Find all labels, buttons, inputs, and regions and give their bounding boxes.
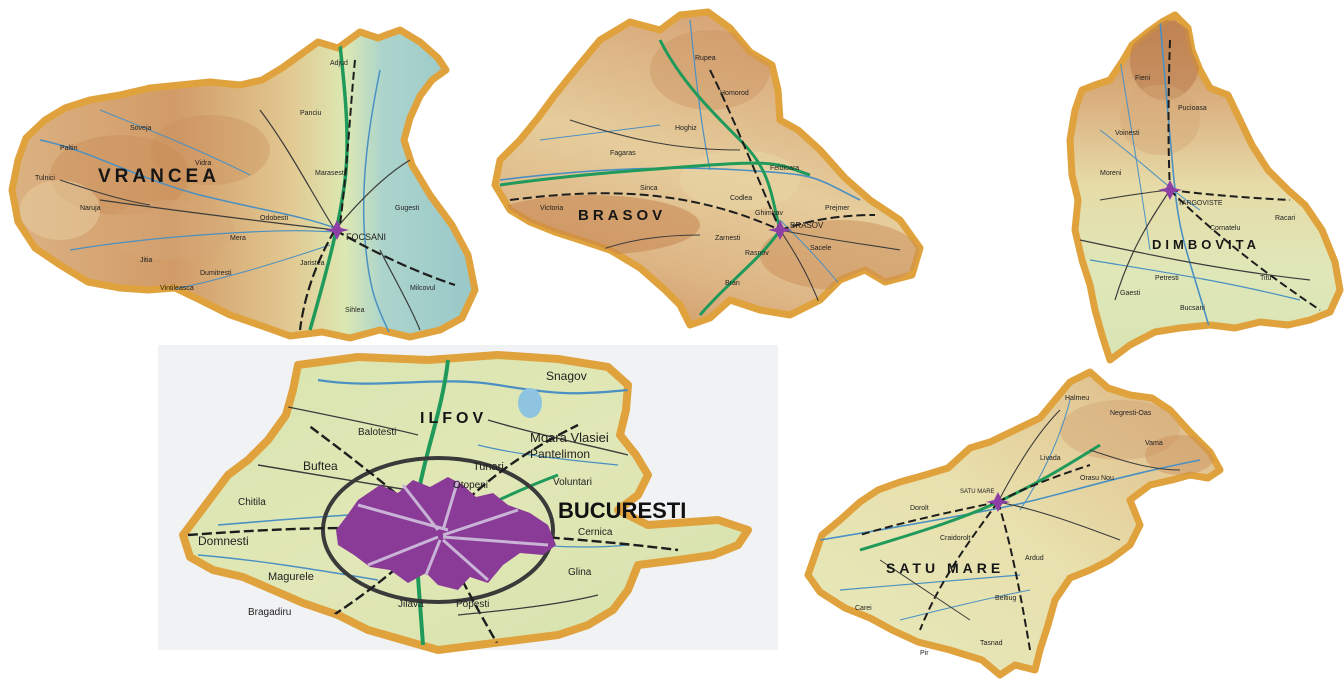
dimbovita-place-voinesti: Voinesti	[1115, 130, 1140, 137]
ilfov-place-chitila: Chitila	[238, 497, 266, 508]
satu-mare-seat-name: SATU MARE	[960, 489, 995, 495]
ilfov-place-moara-vlasiei: Moara Vlasiei	[530, 430, 609, 445]
dimbovita-place-gaesti: Gaesti	[1120, 290, 1141, 297]
satu-mare-svg: SATU MARE SATU MARE Carei Negresti-Oas T…	[804, 368, 1224, 679]
ilfov-svg: ILFOV BUCURESTI Snagov Balotesti Moara V…	[179, 351, 752, 654]
brasov-place-sacele: Sacele	[810, 245, 832, 252]
dimbovita-place-racari: Racari	[1275, 215, 1296, 222]
satu-mare-place-craidorolt: Craidorolt	[940, 535, 970, 542]
ilfov-place-glina: Glina	[568, 567, 592, 578]
brasov-place-rupea: Rupea	[695, 55, 716, 62]
ilfov-place-cernica: Cernica	[578, 527, 613, 538]
brasov-seat-marker	[768, 220, 792, 240]
dimbovita-seat-marker	[1158, 180, 1182, 200]
dimbovita-place-titu: Titu	[1260, 275, 1272, 282]
vrancea-seat-marker	[325, 220, 349, 240]
satu-mare-county-name: SATU MARE	[886, 560, 1004, 576]
vrancea-place-panciu: Panciu	[300, 110, 322, 117]
vrancea-place-paltin: Paltin	[60, 145, 78, 152]
vrancea-place-adjud: Adjud	[330, 60, 348, 67]
brasov-place-sinca: Sinca	[640, 185, 658, 192]
ilfov-place-magurele: Magurele	[268, 571, 314, 583]
brasov-place-rasnov: Rasnov	[745, 250, 769, 257]
satu-mare-place-vama: Vama	[1145, 440, 1163, 447]
vrancea-place-vintileasca: Vintileasca	[160, 285, 194, 292]
brasov-seat-name: BRASOV	[790, 221, 824, 230]
vrancea-county-border	[8, 26, 479, 342]
brasov-place-bran: Bran	[725, 280, 740, 287]
map-vrancea: VRANCEA FOCSANI Soveja Vidra Panciu Odob…	[0, 0, 490, 345]
ilfov-place-pantelimon: Pantelimon	[530, 447, 590, 461]
vrancea-place-tulnici: Tulnici	[35, 175, 55, 182]
bucuresti-label: BUCURESTI	[558, 498, 686, 523]
map-satu-mare: SATU MARE SATU MARE Carei Negresti-Oas T…	[800, 360, 1240, 686]
ilfov-place-tunari: Tunari	[473, 461, 504, 473]
brasov-place-ghimbav: Ghimbav	[755, 210, 784, 217]
vrancea-place-odobesti: Odobesti	[260, 215, 288, 222]
dimbovita-county-border	[1066, 11, 1344, 364]
brasov-place-victoria: Victoria	[540, 205, 563, 212]
satu-mare-place-carei: Carei	[855, 605, 872, 612]
ilfov-county-name: ILFOV	[420, 410, 487, 427]
brasov-place-fagaras: Fagaras	[610, 150, 636, 157]
satu-mare-place-pir: Pir	[920, 650, 929, 657]
ilfov-place-domnesti: Domnesti	[198, 534, 249, 548]
ilfov-place-snagov: Snagov	[546, 369, 587, 383]
map-brasov: BRASOV BRASOV Fagaras Rupea Codlea Zarne…	[480, 0, 940, 340]
vrancea-seat-name: FOCSANI	[346, 232, 386, 242]
dimbovita-place-pucioasa: Pucioasa	[1178, 105, 1207, 112]
brasov-place-hoghiz: Hoghiz	[675, 125, 697, 132]
satu-mare-place-orasu-nou: Orasu Nou	[1080, 475, 1114, 482]
vrancea-county-name: VRANCEA	[98, 166, 220, 187]
brasov-place-codlea: Codlea	[730, 195, 752, 202]
dimbovita-place-bucsani: Bucsani	[1180, 305, 1205, 312]
dimbovita-place-moreni: Moreni	[1100, 170, 1122, 177]
vrancea-place-dumitresti: Dumitresti	[200, 270, 232, 277]
satu-mare-place-tasnad: Tasnad	[980, 640, 1003, 647]
vrancea-place-mera: Mera	[230, 235, 246, 242]
vrancea-place-milcovul: Milcovul	[410, 285, 436, 292]
vrancea-place-jaristea: Jaristea	[300, 260, 325, 267]
ilfov-place-bragadiru: Bragadiru	[248, 607, 291, 618]
satu-mare-place-livada: Livada	[1040, 455, 1061, 462]
satu-mare-place-negresti-oas: Negresti-Oas	[1110, 410, 1152, 417]
vrancea-place-jitia: Jitia	[140, 257, 153, 264]
brasov-svg: BRASOV BRASOV Fagaras Rupea Codlea Zarne…	[491, 8, 924, 329]
ilfov-place-popesti: Popesti	[456, 599, 489, 610]
vrancea-place-soveja: Soveja	[130, 125, 152, 132]
satu-mare-place-halmeu: Halmeu	[1065, 395, 1089, 402]
satu-mare-place-ardud: Ardud	[1025, 555, 1044, 562]
ilfov-place-voluntari: Voluntari	[553, 477, 592, 488]
brasov-county-name: BRASOV	[578, 207, 666, 224]
map-ilfov: ILFOV BUCURESTI Snagov Balotesti Moara V…	[158, 345, 798, 660]
ilfov-place-buftea: Buftea	[303, 459, 338, 473]
dimbovita-county-name: DIMBOVITA	[1152, 237, 1260, 252]
vrancea-svg: VRANCEA FOCSANI Soveja Vidra Panciu Odob…	[8, 26, 479, 342]
ilfov-place-jilava: Jilava	[398, 599, 424, 610]
satu-mare-place-beltiug: Beltiug	[995, 595, 1017, 602]
ilfov-place-otopeni: Otopeni	[453, 480, 488, 491]
dimbovita-place-fieni: Fieni	[1135, 75, 1151, 82]
brasov-place-homorod: Homorod	[720, 90, 749, 97]
satu-mare-seat-marker	[986, 492, 1010, 512]
dimbovita-place-cornatelu: Cornatelu	[1210, 225, 1240, 232]
brasov-place-feldioara: Feldioara	[770, 165, 799, 172]
vrancea-place-sihlea: Sihlea	[345, 307, 365, 314]
dimbovita-svg: TARGOVISTE DIMBOVITA Pucioasa Fieni More…	[1066, 11, 1344, 364]
vrancea-place-naruja: Naruja	[80, 205, 101, 212]
dimbovita-seat-name: TARGOVISTE	[1178, 200, 1223, 207]
brasov-place-prejmer: Prejmer	[825, 205, 850, 212]
brasov-place-zarnesti: Zarnesti	[715, 235, 741, 242]
vrancea-place-vidra: Vidra	[195, 160, 211, 167]
dimbovita-place-petresti: Petresti	[1155, 275, 1179, 282]
vrancea-place-marasesti: Marasesti	[315, 170, 346, 177]
map-dimbovita: TARGOVISTE DIMBOVITA Pucioasa Fieni More…	[1060, 0, 1344, 370]
ilfov-place-balotesti: Balotesti	[358, 427, 396, 438]
vrancea-place-gugesti: Gugesti	[395, 205, 420, 212]
satu-mare-place-dorolt: Dorolt	[910, 505, 929, 512]
